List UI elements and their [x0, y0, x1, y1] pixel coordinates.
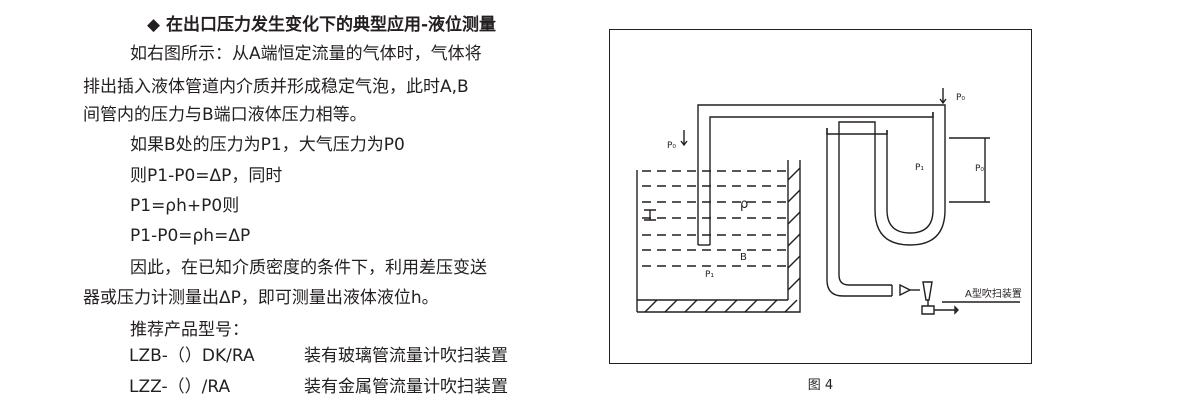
- product-desc: 装有金属管流量计吹扫装置: [304, 377, 508, 397]
- tank-wall-hatch: [787, 167, 801, 291]
- liquid-level-diagram: P₀ P₀ P₁ P₀ ρ B P₁ A型吹扫装置: [636, 88, 1022, 315]
- label-p0-top: P₀: [956, 93, 965, 103]
- product-code: LZB-（）DK/RA: [129, 346, 255, 366]
- dip-tube-outer: [697, 104, 946, 245]
- product-code: LZZ-（）/RA: [129, 377, 231, 397]
- feed-tube-outer: [838, 128, 892, 286]
- equation-line: P1=ρh+P0则: [130, 196, 240, 216]
- u-tube-left-connect-inner: [826, 128, 888, 135]
- paragraph-line: 如右图所示：从A端恒定流量的气体时，气体将: [130, 44, 482, 64]
- paragraph-line: 如果B处的压力为P1，大气压力为P0: [130, 135, 405, 155]
- paragraph-line: 器或压力计测量出ΔP，即可测量出液体液位h。: [83, 288, 439, 308]
- u-tube-left-connect: [838, 121, 876, 130]
- tank-wall: [637, 160, 801, 313]
- p0-top-arrow: [939, 88, 947, 105]
- label-p1-tube: P₁: [915, 163, 924, 173]
- product-desc: 装有玻璃管流量计吹扫装置: [304, 346, 508, 366]
- label-rho: ρ: [740, 197, 748, 212]
- purge-arrow: [954, 305, 959, 315]
- label-p0-left: P₀: [667, 141, 676, 151]
- u-tube-inner: [886, 112, 934, 234]
- flow-arrow: [899, 283, 912, 297]
- p0-left-arrow: [680, 130, 688, 147]
- purge-device-cup: [922, 281, 933, 301]
- paragraph-line: 排出插入液体管道内介质并形成稳定气泡，此时A,B: [83, 77, 469, 97]
- dip-tube-inner: [709, 112, 934, 245]
- equation-line: P1-P0=ρh=ΔP: [130, 226, 251, 246]
- label-purge-device: A型吹扫装置: [965, 287, 1022, 300]
- label-p0-dim: P₀: [975, 164, 984, 174]
- figure-frame: P₀ P₀ P₁ P₀ ρ B P₁ A型吹扫装置: [609, 29, 1032, 364]
- label-b: B: [740, 252, 747, 263]
- equation-line: 则P1-P0=ΔP，同时: [130, 166, 283, 186]
- paragraph-line: 间管内的压力与B端口液体压力相等。: [83, 105, 367, 125]
- section-heading: ◆ 在出口压力发生变化下的典型应用-液位测量: [147, 15, 497, 35]
- liquid-surface-lines: [642, 170, 786, 267]
- paragraph-line: 因此，在已知介质密度的条件下，利用差压变送: [130, 258, 487, 278]
- feed-tube-inner: [826, 128, 892, 297]
- label-p1-tank: P₁: [705, 270, 714, 280]
- purge-device-body: [921, 300, 935, 315]
- tank-bottom-hatch: [644, 299, 798, 313]
- h-marker: [644, 209, 656, 221]
- u-tube-right: [874, 112, 946, 246]
- figure-caption: 图 4: [807, 378, 834, 393]
- p0-dimension: [949, 137, 990, 203]
- recommend-heading: 推荐产品型号：: [130, 320, 249, 340]
